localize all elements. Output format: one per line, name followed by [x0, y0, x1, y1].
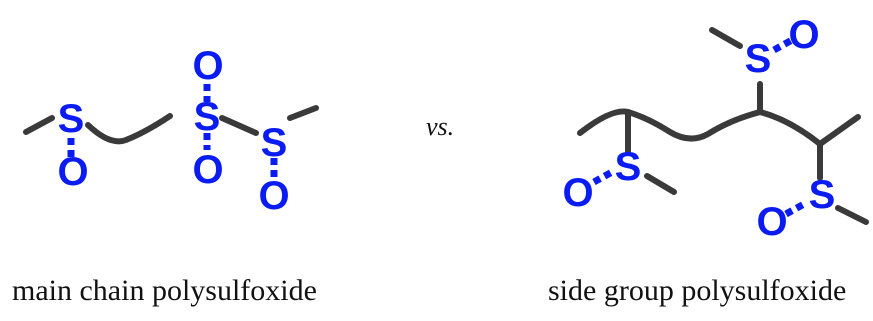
oxygen-atom: O [192, 44, 223, 88]
side-group-backbone [577, 108, 861, 147]
main-chain-polysulfoxide-structure: S O O S O S O [23, 44, 319, 218]
oxygen-atom: O [788, 13, 819, 57]
oxygen-atom: O [258, 174, 289, 218]
main-chain-caption: main chain polysulfoxide [12, 274, 317, 307]
sulfur-atom: S [194, 95, 221, 139]
sulfur-atom: S [809, 173, 836, 217]
oxygen-atom: O [562, 171, 593, 215]
sulfoxide-double-bond [772, 36, 794, 54]
side-group-caption: side group polysulfoxide [548, 274, 847, 307]
sulfur-atom: S [615, 145, 642, 189]
side-group-branch-bonds [625, 81, 823, 181]
oxygen-atom: O [756, 200, 787, 244]
sulfur-atom: S [745, 37, 772, 81]
sulfur-atom: S [58, 97, 85, 141]
main-chain-bonds [23, 105, 319, 145]
sulfur-atom: S [261, 121, 288, 165]
versus-label: vs. [426, 112, 455, 141]
methyl-bonds [644, 27, 869, 225]
oxygen-atom: O [57, 150, 88, 194]
oxygen-atom: O [192, 148, 223, 192]
sulfoxide-double-bond [592, 168, 614, 186]
side-group-polysulfoxide-structure: S O S O S O [562, 13, 869, 244]
sulfoxide-double-bond [784, 199, 808, 218]
